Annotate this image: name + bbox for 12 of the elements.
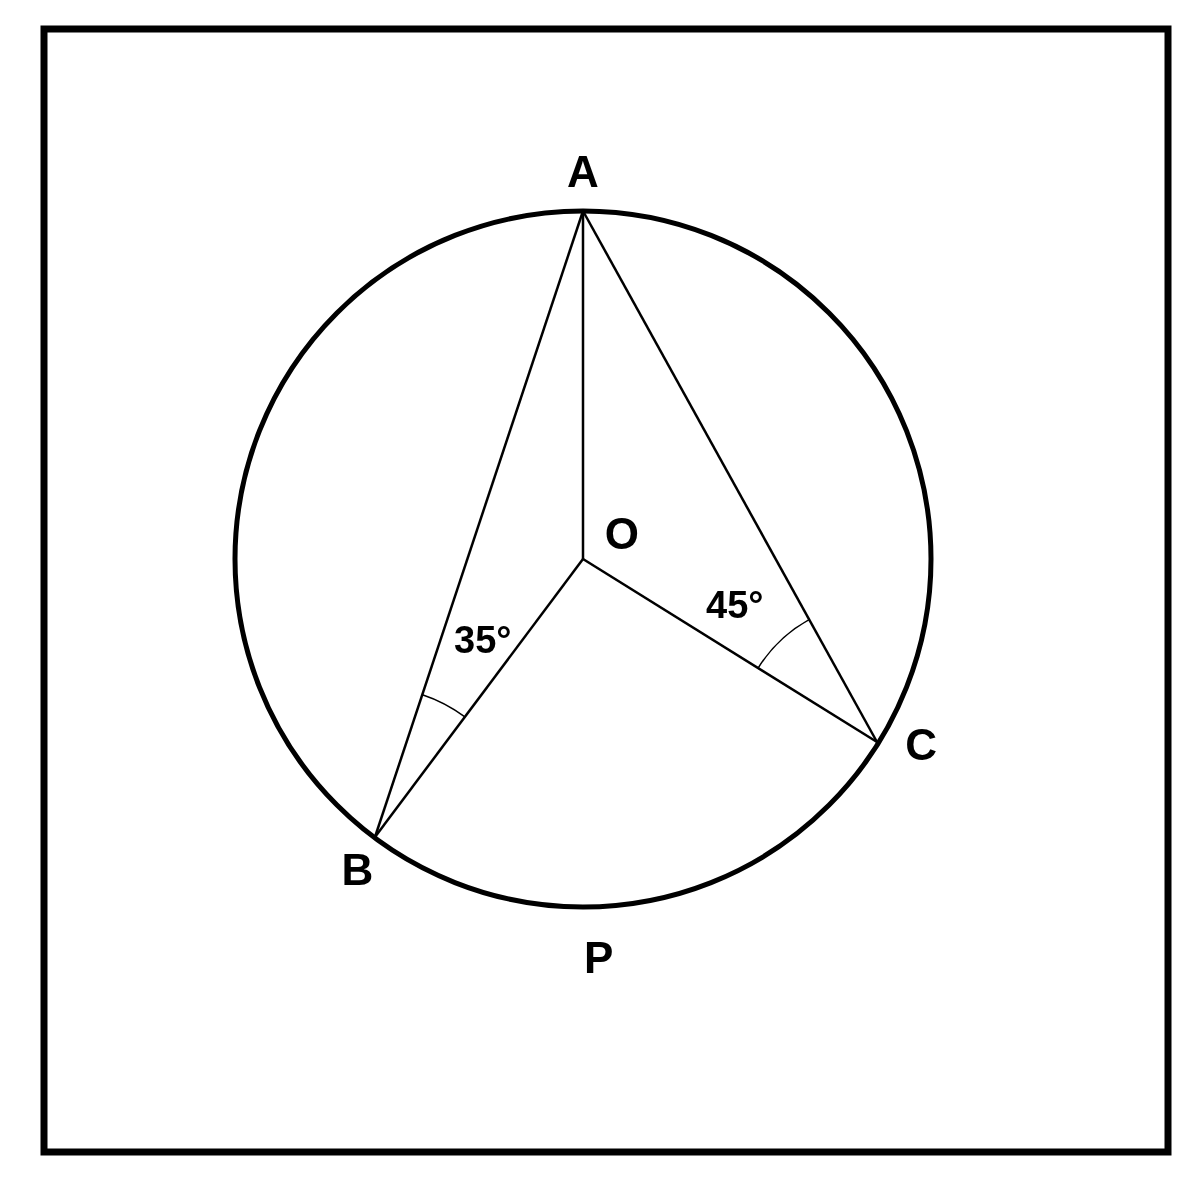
point-label: P [584,938,614,978]
line-segment [581,211,585,559]
line-segment [373,210,585,838]
point-label: C [877,722,937,767]
point-label: B [340,837,375,892]
point-label: A [566,150,600,211]
point-label: O [583,512,639,559]
angle-label: 45° [706,585,764,625]
angle-label: 35° [454,620,512,660]
line-segment [374,558,584,838]
line-segment [581,210,879,743]
line-segment [582,557,878,744]
